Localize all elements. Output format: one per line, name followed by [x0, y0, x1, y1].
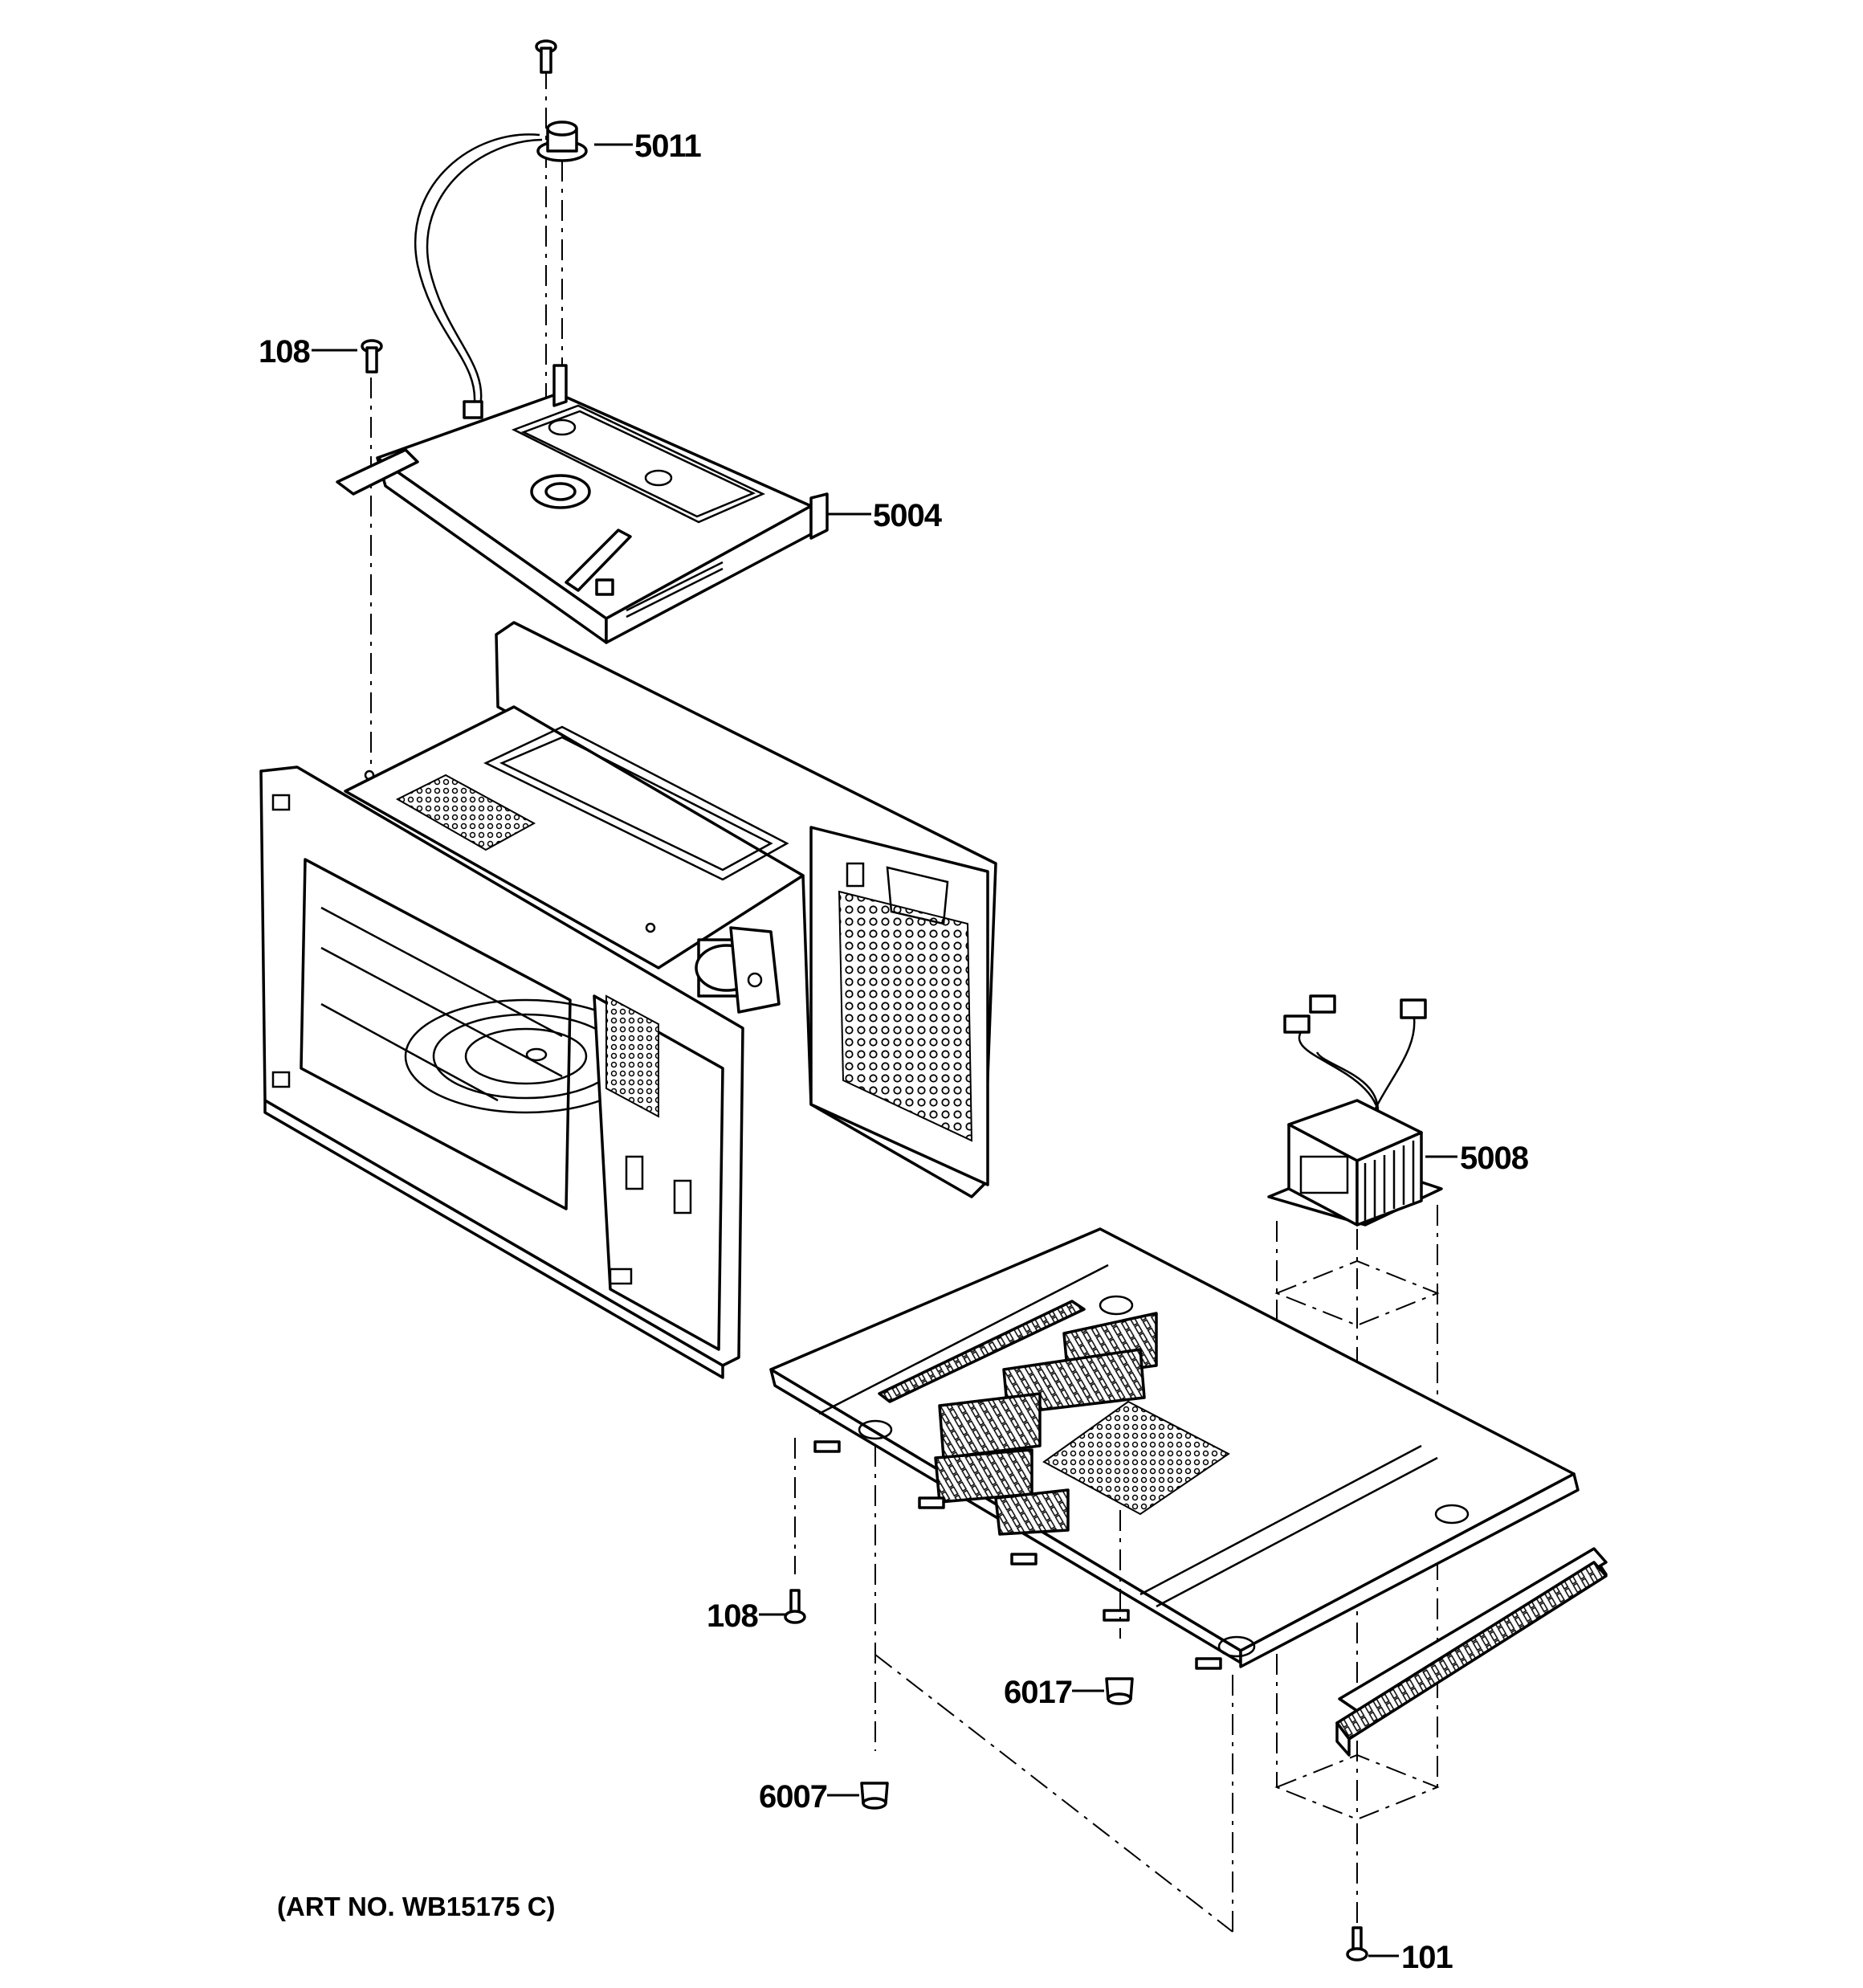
screw-108-top [312, 339, 383, 771]
screw-icon [784, 1589, 806, 1624]
foot-icon [860, 1782, 889, 1810]
top-cover-plate-5004 [336, 364, 871, 644]
foot-6017 [1072, 1677, 1134, 1705]
part-label-5004: 5004 [873, 498, 943, 533]
screw-icon [361, 339, 383, 374]
part-label-5011: 5011 [634, 129, 702, 164]
screw-108-bottom [759, 1589, 806, 1624]
part-label-101: 101 [1401, 1940, 1453, 1975]
part-label-5008: 5008 [1460, 1141, 1529, 1176]
oven-cavity-chassis [259, 621, 997, 1379]
part-label-108-bottom: 108 [707, 1598, 758, 1634]
screw-101 [1346, 1823, 1399, 1961]
foot-6007 [827, 1782, 889, 1810]
base-plate [769, 1227, 1608, 1933]
part-label-6007: 6007 [759, 1779, 827, 1815]
part-label-6017: 6017 [1004, 1675, 1072, 1710]
foot-icon [1105, 1677, 1134, 1705]
screw-icon [1346, 1926, 1368, 1961]
part-label-108-top: 108 [259, 334, 310, 369]
art-number-caption: (ART NO. WB15175 C) [277, 1892, 556, 1921]
foam-strip [1335, 1561, 1608, 1757]
transformer-5008 [1267, 994, 1457, 1821]
screw-icon [535, 39, 557, 74]
